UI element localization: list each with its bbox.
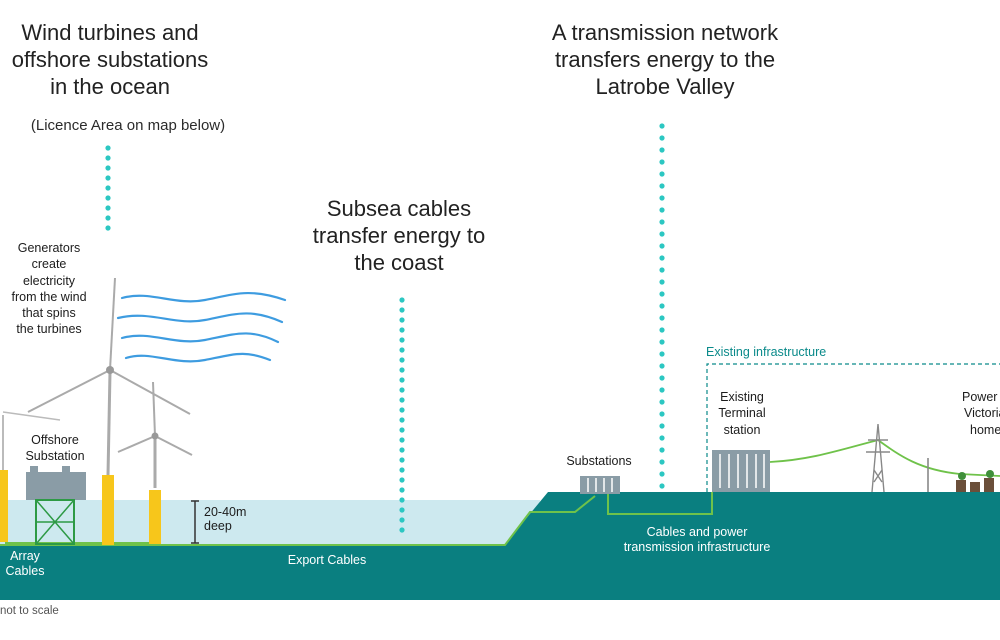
heading-line: transfers energy to the [554,46,776,72]
array-cables-label: Array Cables [0,549,50,580]
generators-label: Generators create electricity from the w… [0,240,98,338]
existing-infrastructure-box [706,363,1000,492]
heading-line: offshore substations [11,46,209,72]
existing-infrastructure-label: Existing infrastructure [706,345,827,359]
label-line: Victorian [964,406,1000,421]
label-line: station [723,422,761,437]
terminal-station-label: Existing Terminal station [706,389,778,438]
wind-turbine-icon [0,277,193,545]
label-line: Generators [17,241,81,255]
wind-lines-icon [116,291,287,363]
heading-line: the coast [354,249,444,275]
power-homes-label: Power Victorian homes [950,389,1000,438]
export-cable [0,495,596,546]
depth-marker-icon [191,500,199,544]
label-line: Offshore [31,433,79,447]
offshore-substation-icon [26,466,86,545]
label-line: electricity [22,273,76,288]
label-line: Terminal [718,406,766,421]
depth-label: 20-40m deep [204,505,264,534]
scale-note: not to scale [0,605,59,617]
transmission-pylon-icon [866,423,890,493]
heading-subsea: Subsea cables transfer energy to the coa… [288,196,510,276]
label-line: Power [962,390,998,404]
label-line: the turbines [16,322,82,337]
label-line: from the wind [11,289,87,304]
land-cable [607,480,713,515]
label-line: Cables and power [646,525,748,539]
ocean-water [0,500,540,546]
houses-icon [956,470,994,492]
leader-dots-wind [105,145,111,231]
heading-wind: Wind turbines and offshore substations i… [0,20,220,100]
heading-line: in the ocean [50,73,170,99]
heading-line: Wind turbines and [21,20,199,45]
heading-line: A transmission network [551,20,779,45]
label-line: that spins [22,306,76,320]
terminal-station-icon [712,450,770,492]
heading-transmission: A transmission network transfers energy … [520,20,810,100]
heading-line: Subsea cables [326,196,472,221]
label-line: Substation [25,449,85,464]
heading-line: Latrobe Valley [595,73,735,99]
power-line [769,439,1000,477]
label-line: Array [10,549,40,563]
label-line: Cables [5,564,45,579]
leader-dots-subsea [399,297,405,533]
label-line: deep [204,519,232,534]
onshore-substations-icon [580,476,620,494]
cables-power-label: Cables and power transmission infrastruc… [582,525,812,556]
label-line: create [31,257,67,272]
label-line: 20-40m [204,505,247,519]
leader-dots-transmission [659,123,665,489]
offshore-substation-label: Offshore Substation [14,432,96,465]
substations-label: Substations [566,454,632,468]
label-line: transmission infrastructure [623,540,771,555]
heading-line: transfer energy to [312,222,486,248]
label-line: homes [970,422,1000,437]
label-line: Existing [720,390,764,404]
export-cables-label: Export Cables [287,553,367,567]
licence-area-note: (Licence Area on map below) [30,117,226,134]
